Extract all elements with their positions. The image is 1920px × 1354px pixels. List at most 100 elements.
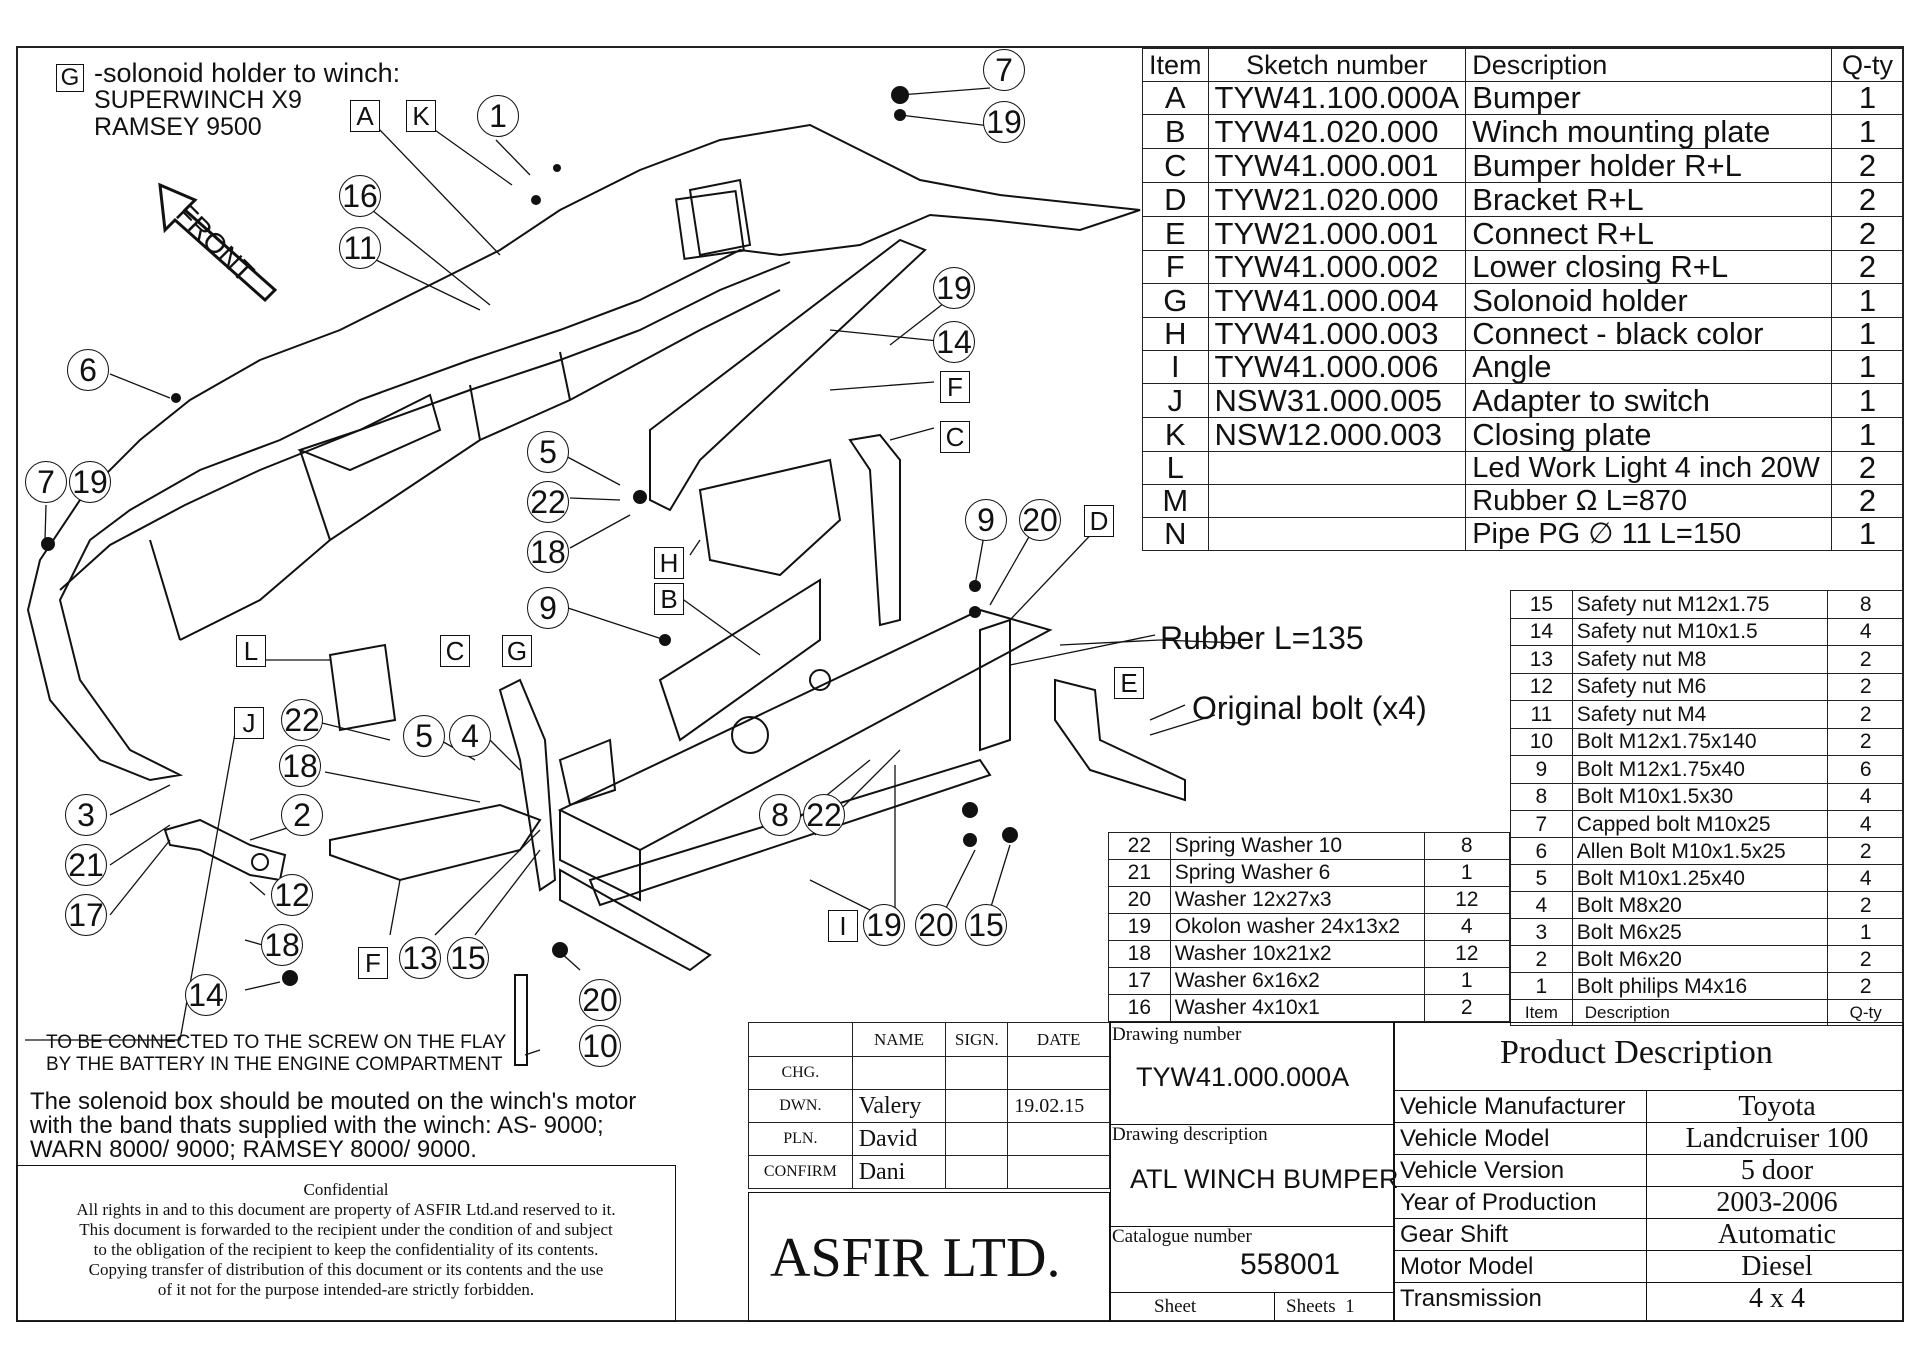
solenoid-note-line3: RAMSEY 9500 — [94, 113, 262, 141]
small-part-qty: 6 — [1827, 755, 1904, 784]
part-description: Angle — [1465, 350, 1833, 384]
part-qty: 1 — [1831, 383, 1904, 418]
header-qty: Q-ty — [1831, 48, 1904, 82]
product-label: Vehicle Version — [1400, 1157, 1565, 1184]
product-label: Year of Production — [1400, 1189, 1597, 1216]
company-name: ASFIR LTD. — [770, 1227, 1061, 1289]
part-sketch-number: NSW31.000.005 — [1207, 383, 1467, 418]
catalogue-label: Catalogue number — [1112, 1226, 1252, 1247]
part-qty: 1 — [1831, 283, 1904, 318]
part-description: Connect - black color — [1465, 317, 1833, 351]
confidential-line: Copying transfer of distribution of this… — [88, 1260, 604, 1279]
callout-letter: A — [350, 100, 380, 132]
parts-header-row: Item Sketch number Description Q-ty — [1142, 48, 1904, 82]
part-description: Adapter to switch — [1465, 383, 1833, 418]
sig-date: 19.02.15 — [1007, 1089, 1110, 1123]
product-value: 4 x 4 — [1749, 1283, 1805, 1314]
connect-note-line2: BY THE BATTERY IN THE ENGINE COMPARTMENT — [46, 1054, 503, 1075]
drawing-info-divider — [1110, 1292, 1394, 1293]
callout-letter: K — [406, 100, 436, 132]
sig-role: DWN. — [748, 1089, 853, 1123]
part-sketch-number: TYW41.000.002 — [1207, 250, 1467, 284]
sig-role: CONFIRM — [748, 1155, 853, 1189]
part-item: J — [1142, 383, 1209, 418]
callout-letter: I — [828, 910, 858, 942]
callout-number: 20 — [1019, 499, 1061, 541]
drawing-number: TYW41.000.000A — [1136, 1062, 1350, 1092]
callout-number: 12 — [271, 874, 313, 916]
sig-date — [1007, 1122, 1110, 1156]
small-part-item: 15 — [1510, 590, 1573, 619]
small-part-item: 9 — [1510, 755, 1573, 784]
part-description: Pipe PG ∅ 11 L=150 — [1465, 517, 1833, 551]
callout-number: 11 — [339, 227, 381, 269]
part-sketch-number: TYW41.000.001 — [1207, 148, 1467, 183]
part-sketch-number: TYW41.000.003 — [1207, 317, 1467, 351]
part-description: Bracket R+L — [1465, 182, 1833, 217]
small-part-description: Safety nut M12x1.75 — [1571, 590, 1829, 619]
part-item: A — [1142, 81, 1209, 115]
part-qty: 2 — [1831, 484, 1904, 518]
part-sketch-number: TYW41.000.004 — [1207, 283, 1467, 318]
small-part-item: 3 — [1510, 918, 1573, 946]
tb-blank — [748, 1022, 853, 1057]
callout-number: 1 — [477, 95, 519, 137]
callout-number: 5 — [527, 431, 569, 473]
small-part-item: 7 — [1510, 810, 1573, 838]
solenoid-box-line1: The solenoid box should be mouted on the… — [30, 1088, 637, 1115]
part-sketch-number — [1207, 484, 1467, 518]
part-item: F — [1142, 250, 1209, 284]
callout-number: 18 — [279, 745, 321, 787]
small-part-item: 1 — [1510, 972, 1573, 1000]
callout-number: 8 — [759, 794, 801, 836]
small-part-item: 22 — [1108, 832, 1171, 860]
small-part-description: Safety nut M10x1.5 — [1571, 617, 1829, 646]
small-part-description: Allen Bolt M10x1.5x25 — [1571, 837, 1829, 865]
small-part-description: Bolt M6x20 — [1571, 945, 1829, 973]
callout-number: 13 — [399, 937, 441, 979]
part-sketch-number: TYW21.000.001 — [1207, 216, 1467, 251]
callout-number: 4 — [449, 715, 491, 757]
company-box — [748, 1192, 1110, 1322]
small-part-description: Spring Washer 6 — [1169, 859, 1425, 887]
header-item: Item — [1142, 48, 1209, 82]
header-description: Description — [1465, 48, 1833, 82]
small-part-item: 2 — [1510, 945, 1573, 973]
drawing-description-label: Drawing description — [1112, 1124, 1268, 1145]
callout-number: 15 — [965, 904, 1007, 946]
product-value: Toyota — [1738, 1091, 1816, 1122]
small-part-qty: 2 — [1827, 891, 1904, 919]
part-item: I — [1142, 350, 1209, 384]
callout-letter: J — [234, 707, 264, 739]
part-sketch-number: TYW21.020.000 — [1207, 182, 1467, 217]
small-part-qty: 1 — [1423, 859, 1510, 887]
signature-row: PLN.David — [748, 1122, 1110, 1156]
small-part-item: 16 — [1108, 994, 1171, 1022]
product-description-block — [1394, 1022, 1904, 1322]
sig-name: David — [851, 1122, 947, 1156]
small-part-item: 17 — [1108, 967, 1171, 995]
sig-sign — [945, 1089, 1009, 1123]
small-part-qty: 8 — [1423, 832, 1510, 860]
small-footer-description: Description — [1571, 999, 1829, 1026]
callout-letter: G — [502, 635, 532, 667]
header-sketch-number: Sketch number — [1207, 48, 1467, 82]
small-part-description: Safety nut M4 — [1571, 700, 1829, 729]
small-part-qty: 2 — [1423, 994, 1510, 1022]
small-part-description: Washer 10x21x2 — [1169, 940, 1425, 968]
small-part-qty: 12 — [1423, 940, 1510, 968]
part-item: D — [1142, 182, 1209, 217]
